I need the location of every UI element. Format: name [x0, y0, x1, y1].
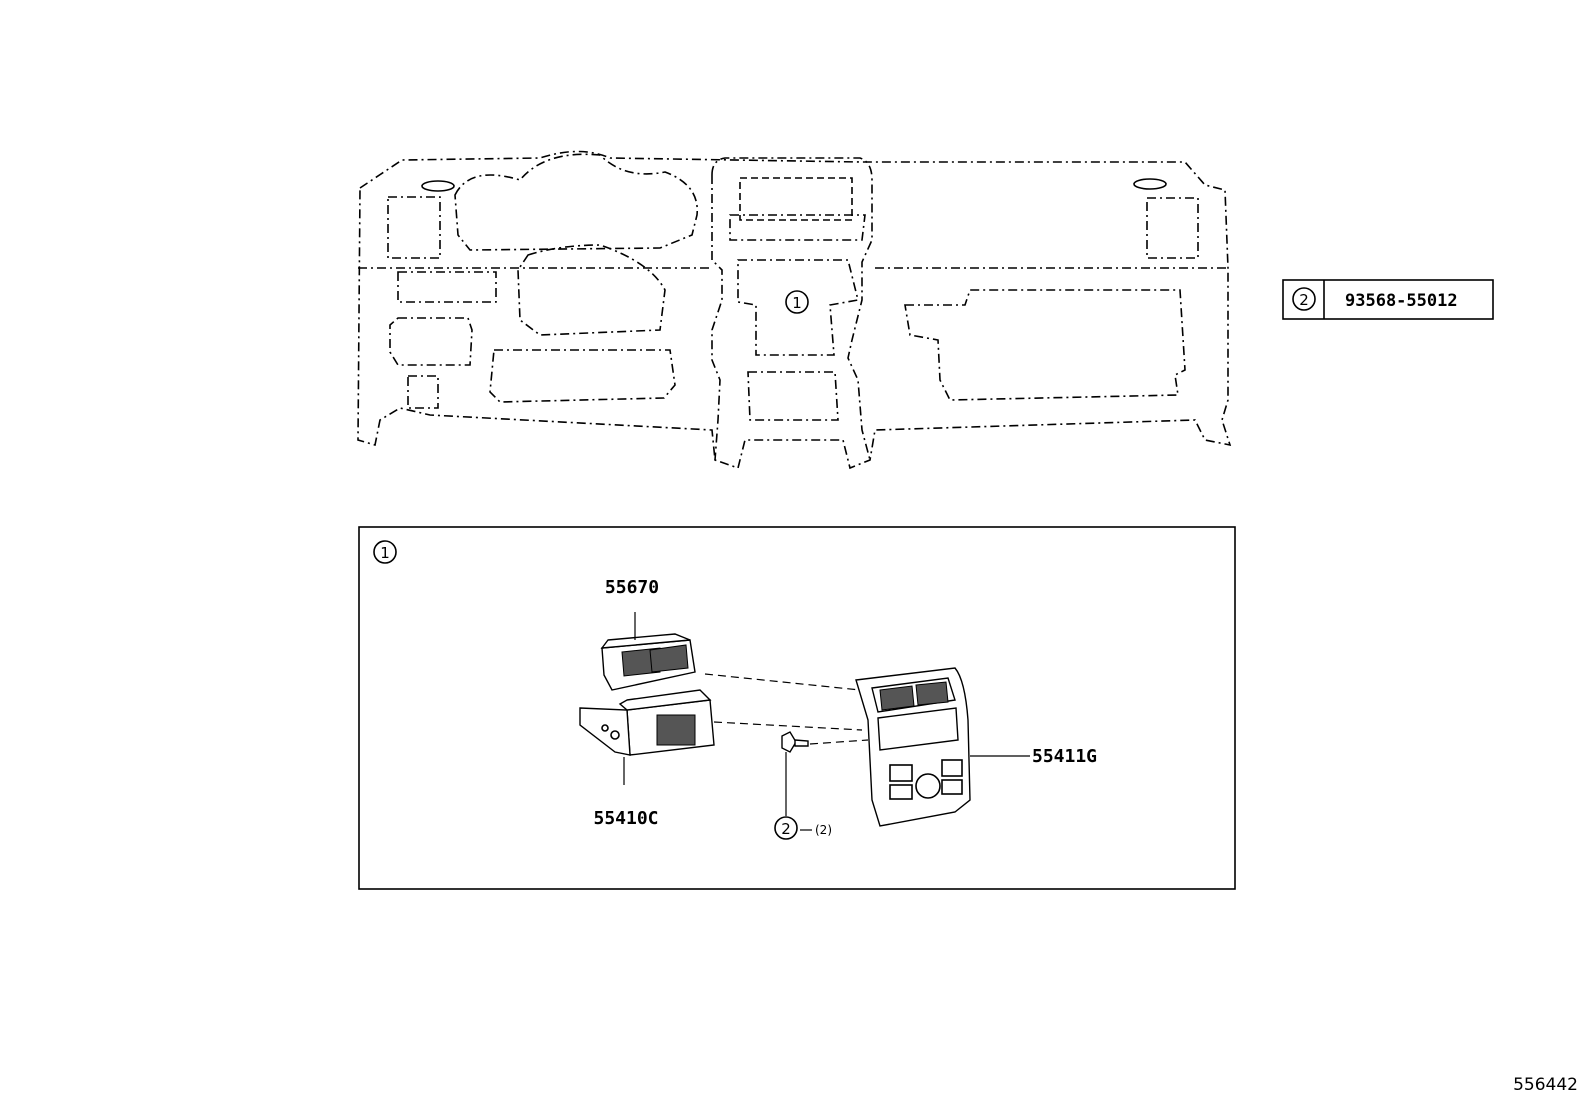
screw-callout: 2 (2) [774, 816, 832, 840]
label-55410c: 55410C [593, 808, 658, 829]
legend-part-number: 93568-55012 [1345, 291, 1458, 311]
label-55670: 55670 [605, 577, 659, 598]
screw-callout-text: 2 [781, 820, 791, 838]
callout-1-dashboard: 1 [785, 290, 809, 314]
dashboard-outline [357, 150, 1232, 470]
callout-1-dashboard-text: 1 [792, 294, 802, 312]
screw-qty: (2) [815, 823, 832, 837]
air-vent-part [600, 612, 696, 691]
callout-1-frame-text: 1 [380, 544, 390, 562]
label-55411g: 55411G [1032, 746, 1097, 767]
legend-ref-text: 2 [1299, 291, 1309, 309]
detail-frame: 1 [358, 526, 1236, 890]
diagram-id: 556442 [1513, 1075, 1578, 1095]
legend-box: 2 93568-55012 [1282, 279, 1494, 320]
bracket-part [579, 689, 715, 785]
screw-part [781, 731, 809, 816]
assembly-lines [704, 673, 869, 745]
center-panel-part [855, 667, 1030, 827]
